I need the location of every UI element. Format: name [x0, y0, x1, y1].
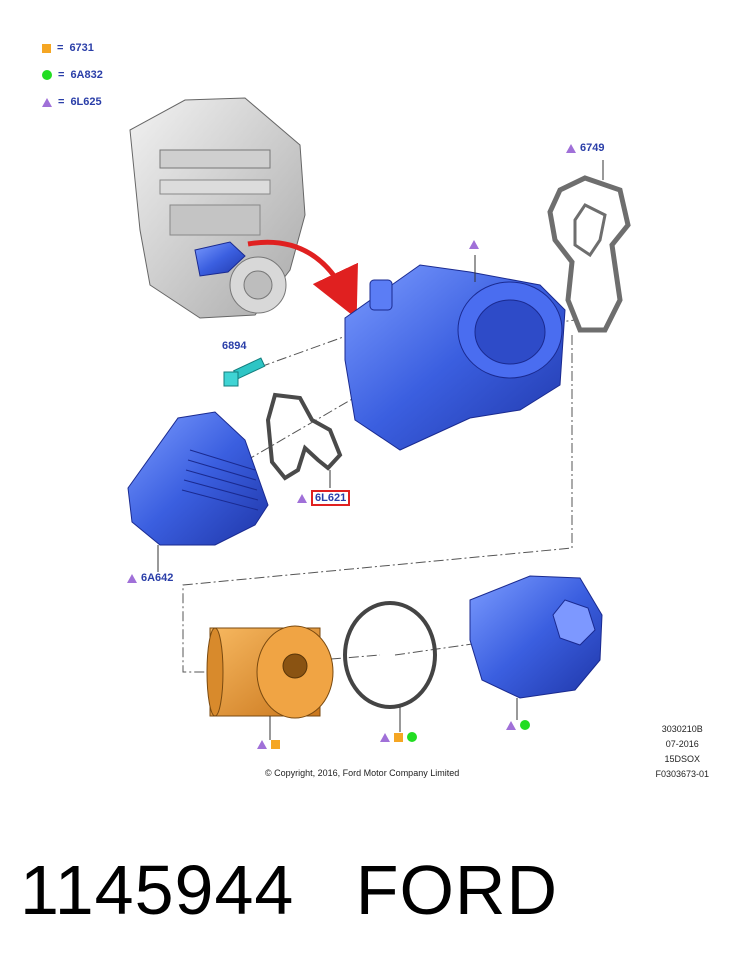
- oil-filter-element: [206, 625, 334, 719]
- copyright-text: © Copyright, 2016, Ford Motor Company Li…: [265, 768, 460, 778]
- callout-cap-symbols: [506, 720, 530, 730]
- gasket-6749: [547, 175, 631, 333]
- callout-6894: 6894: [222, 340, 246, 352]
- callout-oring-symbols: [380, 732, 417, 742]
- purple-triangle-icon: [127, 573, 137, 583]
- green-circle-icon: [407, 732, 417, 742]
- legend-equals: =: [58, 96, 65, 108]
- filter-cap: [469, 575, 603, 699]
- callout-6749: 6749: [566, 142, 604, 154]
- callout-label: 6A642: [141, 572, 174, 584]
- purple-triangle-icon: [380, 732, 390, 742]
- orange-square-icon: [42, 43, 51, 53]
- callout-housing: [469, 240, 479, 249]
- legend-equals: =: [57, 42, 64, 54]
- callout-6a642: 6A642: [127, 572, 173, 584]
- bolt-6894: [223, 357, 266, 387]
- green-circle-icon: [520, 720, 530, 730]
- meta-line: F0303673-01: [655, 769, 709, 779]
- brand-name: FORD: [355, 851, 558, 929]
- exploded-parts-diagram: [127, 97, 631, 740]
- legend-code: 6731: [69, 42, 94, 54]
- orange-square-icon: [271, 740, 280, 749]
- footer-title: 1145944 FORD: [20, 850, 558, 930]
- legend-row-circle: = 6A832: [42, 69, 103, 81]
- gasket-6l621: [265, 392, 343, 481]
- callout-label: 6749: [580, 142, 605, 154]
- o-ring: [343, 601, 437, 709]
- callout-label-highlighted: 6L621: [311, 490, 351, 506]
- engine-illustration: [129, 97, 306, 319]
- purple-triangle-icon: [257, 740, 267, 749]
- legend-equals: =: [58, 69, 65, 81]
- legend-code: 6A832: [70, 69, 103, 81]
- callout-filter-symbols: [257, 740, 280, 749]
- meta-line: 15DSOX: [664, 754, 700, 764]
- oil-cooler: [127, 411, 269, 546]
- purple-triangle-icon: [469, 240, 479, 249]
- legend-row-square: = 6731: [42, 42, 94, 54]
- part-number: 1145944: [20, 851, 295, 929]
- legend-row-triangle: = 6L625: [42, 96, 102, 108]
- meta-line: 3030210B: [661, 724, 703, 734]
- drawing-meta: 3030210B 07-2016 15DSOX F0303673-01: [655, 722, 709, 782]
- filter-housing: [344, 264, 566, 451]
- purple-triangle-icon: [297, 493, 307, 503]
- callout-6l621: 6L621: [297, 490, 351, 506]
- callout-stems: [157, 160, 604, 740]
- purple-triangle-icon: [42, 97, 52, 107]
- purple-triangle-icon: [566, 143, 576, 153]
- legend-code: 6L625: [70, 96, 102, 108]
- meta-line: 07-2016: [665, 739, 699, 749]
- purple-triangle-icon: [506, 720, 516, 730]
- callout-label: 6894: [222, 340, 247, 352]
- green-circle-icon: [42, 70, 52, 80]
- orange-square-icon: [394, 732, 403, 742]
- red-arrow-icon: [247, 239, 358, 319]
